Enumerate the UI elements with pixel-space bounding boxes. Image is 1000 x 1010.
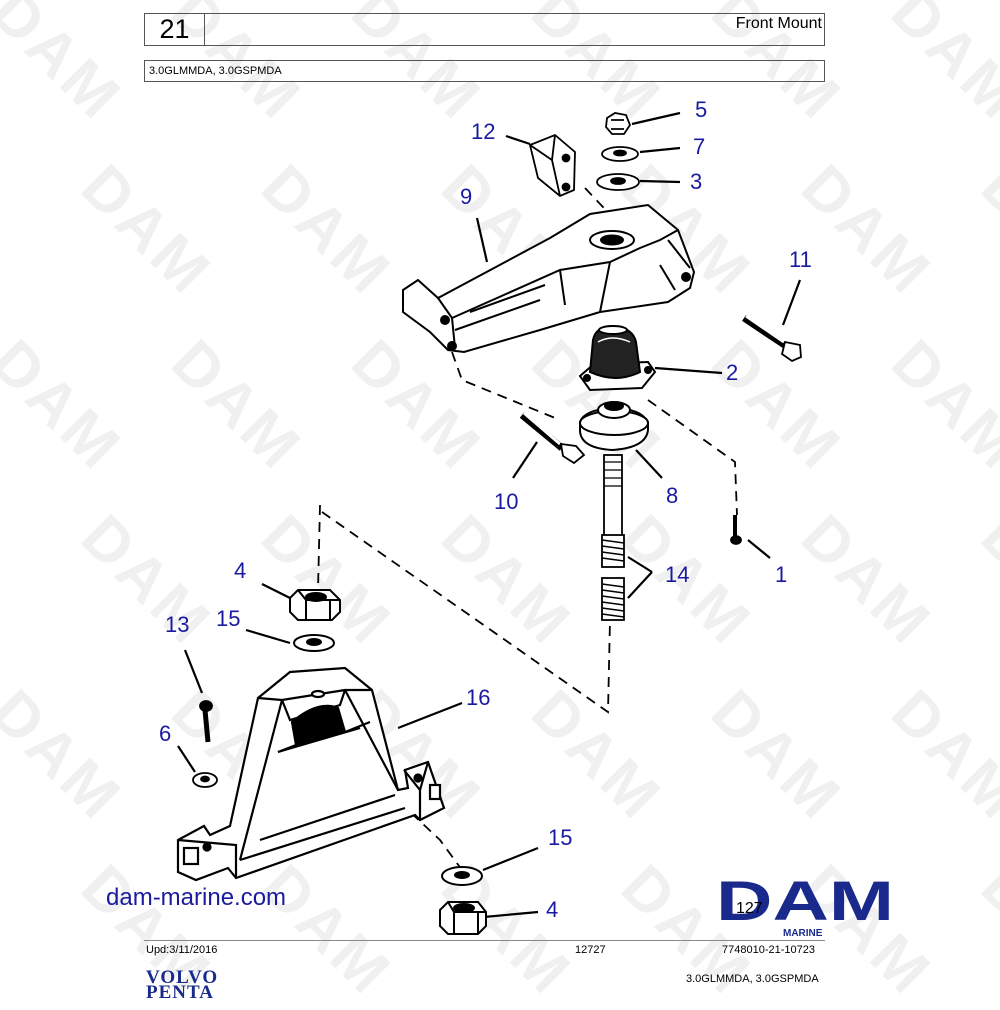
footer-updated: Upd:3/11/2016 — [146, 944, 218, 956]
stud-14 — [601, 454, 625, 621]
volvo-penta-logo: VOLVO PENTA — [146, 967, 219, 1003]
bracket-9 — [402, 203, 696, 354]
footer-code: 12727 — [575, 944, 606, 956]
callout-6: 6 — [159, 721, 172, 746]
section-number: 21 — [145, 14, 205, 45]
screw-1 — [730, 515, 742, 545]
footer-rule — [144, 940, 825, 941]
nut-4-lower — [439, 901, 487, 935]
volvo-penta-line2: PENTA — [146, 982, 214, 1003]
callout-10: 10 — [494, 489, 519, 514]
mount-base-8 — [579, 401, 649, 452]
callout-15-lower: 15 — [548, 825, 573, 850]
leader-lines — [177, 111, 802, 919]
volvo-penta-line1: VOLVO — [146, 967, 219, 988]
dam-logo: DAM 127 — [716, 876, 894, 922]
model-bar: 3.0GLMMDA, 3.0GSPMDA — [144, 60, 825, 82]
page-title: Front Mount — [735, 15, 822, 32]
callout-2: 2 — [726, 360, 739, 385]
washer-15-lower — [441, 866, 483, 886]
footer-part-number: 7748010-21-10723 — [722, 944, 815, 956]
nut-5 — [605, 112, 632, 135]
section-header: 21 Front Mount — [144, 13, 825, 46]
bolt-10 — [519, 411, 586, 465]
bolt-11 — [742, 314, 802, 363]
callout-3: 3 — [690, 169, 703, 194]
callout-16: 16 — [466, 685, 491, 710]
dam-logo-subtext: MARINE — [783, 928, 823, 939]
website-link[interactable]: dam-marine.com — [106, 884, 287, 911]
callout-9: 9 — [460, 184, 473, 209]
pedestal-16 — [176, 666, 446, 882]
callout-5: 5 — [695, 97, 708, 122]
callout-15-upper: 15 — [216, 606, 241, 631]
callout-1: 1 — [775, 562, 788, 587]
nut-4-upper — [289, 589, 341, 621]
callout-4-lower: 4 — [546, 897, 559, 922]
dam-logo-text: DAM — [716, 876, 894, 922]
washer-15-upper — [293, 634, 335, 652]
callout-13: 13 — [165, 612, 190, 637]
block-12 — [528, 133, 576, 198]
callout-12: 12 — [471, 119, 496, 144]
washer-6 — [192, 772, 218, 788]
washer-3 — [596, 173, 640, 191]
callout-8: 8 — [666, 483, 679, 508]
rubber-mount-2 — [578, 324, 657, 392]
screw-13 — [199, 700, 213, 743]
callout-7: 7 — [693, 134, 706, 159]
dam-logo-overlap: 127 — [736, 900, 763, 917]
washer-7 — [601, 146, 639, 162]
callout-11: 11 — [789, 247, 812, 272]
callout-4-upper: 4 — [234, 558, 247, 583]
callout-14: 14 — [665, 562, 690, 587]
footer-models: 3.0GLMMDA, 3.0GSPMDA — [686, 973, 819, 985]
